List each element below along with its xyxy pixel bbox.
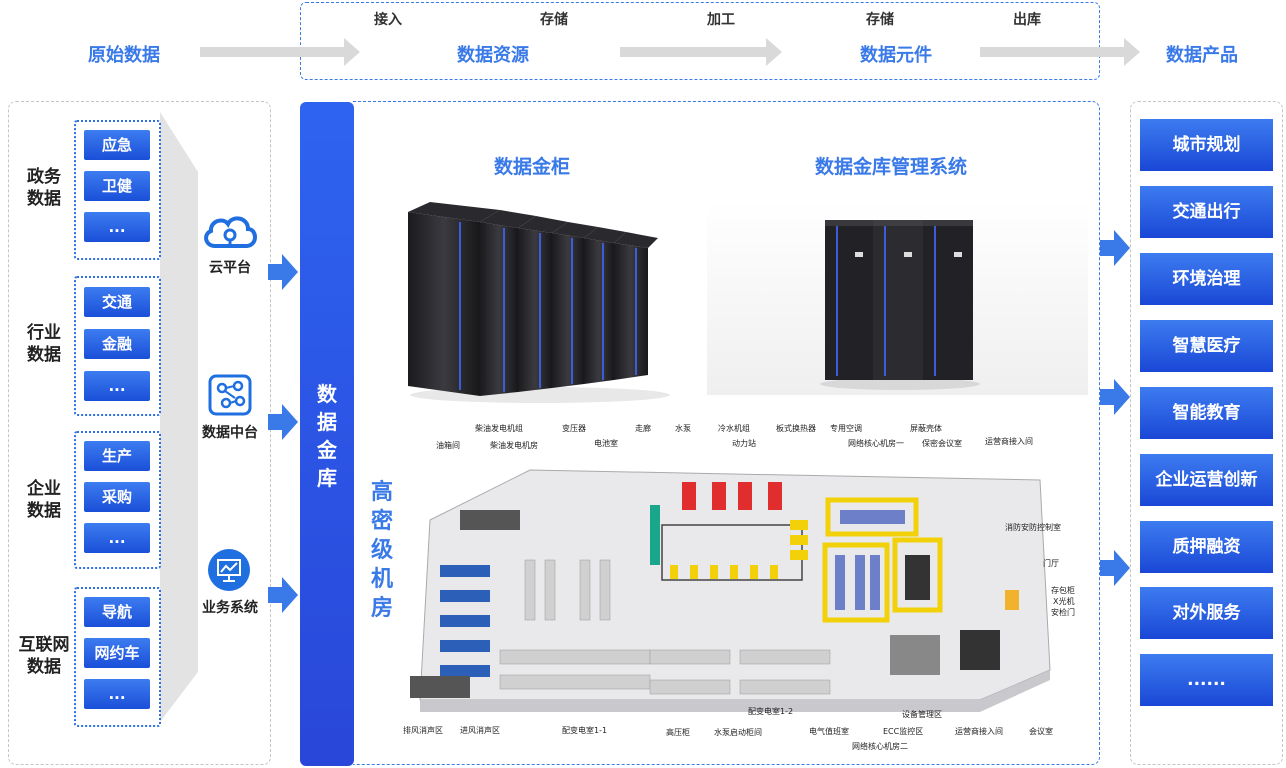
floorplan-label: 消防安防控制室 xyxy=(1005,523,1061,532)
floorplan-label: 冷水机组 xyxy=(718,424,750,433)
floorplan-label: 水泵启动柜间 xyxy=(714,728,762,737)
product-button[interactable]: 城市规划 xyxy=(1140,119,1273,171)
data-cabinet-image xyxy=(408,202,670,403)
floorplan-label: 屏蔽壳体 xyxy=(910,424,942,433)
product-button[interactable]: 对外服务 xyxy=(1140,587,1273,639)
product-button[interactable]: 交通出行 xyxy=(1140,186,1273,238)
source-tag[interactable]: 应急 xyxy=(84,130,150,160)
floorplan-label: X光机 xyxy=(1053,597,1075,606)
cabinet-title: 数据金柜 xyxy=(494,156,571,178)
source-tag[interactable]: 卫健 xyxy=(84,171,150,201)
platform-label: 云平台 xyxy=(209,260,251,276)
arrow-right-icon xyxy=(268,404,298,440)
cloud-icon xyxy=(204,216,257,248)
step-output: 出库 xyxy=(1013,12,1041,28)
arrow-right-icon xyxy=(1100,230,1130,266)
arrow-right-icon xyxy=(268,254,298,290)
floorplan-label: 网络核心机房一 xyxy=(848,439,904,448)
floorplan-label: 会议室 xyxy=(1029,727,1053,736)
resource-process-frame xyxy=(300,2,1100,80)
product-button[interactable]: 智能教育 xyxy=(1140,387,1273,439)
source-category-label: 政务数据 xyxy=(27,167,61,209)
product-button[interactable]: 质押融资 xyxy=(1140,521,1273,573)
platform-label: 业务系统 xyxy=(202,600,258,616)
funnel-shape xyxy=(160,112,198,722)
stage-raw-data: 原始数据 xyxy=(88,45,160,66)
floorplan-label: 存包柜 xyxy=(1051,586,1075,595)
step-store-2: 存储 xyxy=(866,12,894,28)
floorplan-label: 变压器 xyxy=(562,424,586,433)
source-tag[interactable]: 金融 xyxy=(84,329,150,359)
source-category-label: 企业数据 xyxy=(27,479,61,521)
flow-arrow-icon xyxy=(620,38,782,66)
floorplan-label: 专用空调 xyxy=(830,424,862,433)
flow-arrow-icon xyxy=(200,38,360,66)
source-tag-group xyxy=(74,431,161,569)
source-tag-group xyxy=(74,120,161,260)
source-tag[interactable]: ... xyxy=(84,679,150,709)
floorplan-label: 油箱间 xyxy=(436,441,460,450)
floorplan-label: 柴油发电机房 xyxy=(490,441,538,450)
step-store-1: 存储 xyxy=(540,12,568,28)
floorplan-label: ECC监控区 xyxy=(883,727,924,736)
floorplan-label: 网络核心机房二 xyxy=(852,742,908,751)
step-process: 加工 xyxy=(707,12,735,28)
product-button[interactable]: 智慧医疗 xyxy=(1140,320,1273,372)
room-label: 高密级机房 xyxy=(370,480,393,621)
floorplan-label: 配变电室1-1 xyxy=(562,726,608,735)
floorplan-label: 高压柜 xyxy=(666,728,690,737)
source-tag[interactable]: ... xyxy=(84,523,150,553)
source-category-label: 行业数据 xyxy=(27,323,61,365)
floorplan-label: 柴油发电机组 xyxy=(475,424,523,433)
floorplan-label: 设备管理区 xyxy=(902,710,942,719)
source-tag[interactable]: 交通 xyxy=(84,287,150,317)
floorplan-label: 运营商接入间 xyxy=(955,727,1003,736)
source-tag[interactable]: 网约车 xyxy=(84,638,150,668)
business-system-icon xyxy=(208,549,250,591)
source-tag[interactable]: 生产 xyxy=(84,441,150,471)
source-tag[interactable]: 导航 xyxy=(84,597,150,627)
floorplan-label: 运营商接入间 xyxy=(985,437,1033,446)
arrow-right-icon xyxy=(268,577,298,613)
arrow-right-icon xyxy=(1100,379,1130,415)
system-title: 数据金库管理系统 xyxy=(815,156,968,178)
management-system-image xyxy=(820,220,980,390)
stage-data-element: 数据元件 xyxy=(860,45,932,66)
source-tag[interactable]: 采购 xyxy=(84,482,150,512)
floorplan-label: 进风消声区 xyxy=(460,726,500,735)
product-button[interactable]: ...... xyxy=(1140,654,1273,706)
floorplan-label: 电池室 xyxy=(594,439,618,448)
data-hub-icon xyxy=(208,374,252,416)
floorplan-label: 门厅 xyxy=(1043,559,1059,568)
floorplan-label: 电气值班室 xyxy=(809,727,849,736)
vault-detail-frame xyxy=(353,101,1100,765)
source-tag-group xyxy=(74,276,161,416)
floorplan-label: 走廊 xyxy=(635,424,651,433)
floorplan-label: 安检门 xyxy=(1051,608,1075,617)
source-tag[interactable]: ... xyxy=(84,212,150,242)
floorplan-label: 动力站 xyxy=(732,439,756,448)
floor-plan-image xyxy=(410,469,1051,712)
stage-data-resource: 数据资源 xyxy=(457,45,529,66)
raw-data-panel xyxy=(8,101,271,765)
source-tag[interactable]: ... xyxy=(84,371,150,401)
arrow-right-icon xyxy=(1100,550,1130,586)
floorplan-label: 水泵 xyxy=(675,424,691,433)
step-access: 接入 xyxy=(374,12,402,28)
data-product-panel xyxy=(1130,101,1283,765)
flow-arrow-icon xyxy=(980,38,1140,66)
product-button[interactable]: 企业运营创新 xyxy=(1140,454,1273,506)
data-vault-bar xyxy=(300,102,354,766)
data-vault-label: 数据金库 xyxy=(317,382,337,490)
product-button[interactable]: 环境治理 xyxy=(1140,253,1273,305)
source-category-label: 互联网数据 xyxy=(18,635,70,677)
stage-data-product: 数据产品 xyxy=(1166,45,1238,66)
floorplan-label: 板式换热器 xyxy=(776,424,816,433)
floorplan-label: 配变电室1-2 xyxy=(748,707,794,716)
floorplan-label: 保密会议室 xyxy=(922,439,962,448)
source-tag-group xyxy=(74,587,161,727)
floorplan-label: 排风消声区 xyxy=(403,726,443,735)
platform-label: 数据中台 xyxy=(202,425,258,441)
